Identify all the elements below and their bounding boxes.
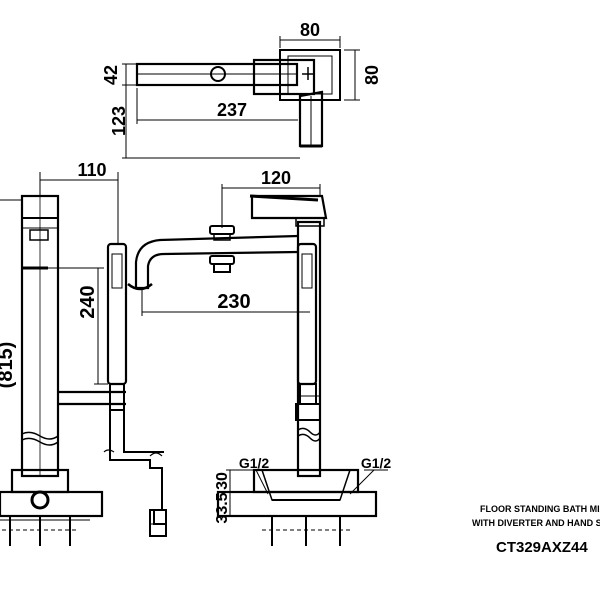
connection-label-left: G1/2 <box>239 455 270 471</box>
front-base <box>216 490 378 518</box>
dim-hand-shower-length: 240 <box>77 285 99 318</box>
connection-label-right: G1/2 <box>361 455 392 471</box>
dim-top-width: 80 <box>300 20 320 40</box>
dim-side-width: 110 <box>77 160 106 180</box>
dim-base-height-lower: 33.5 <box>214 492 231 523</box>
side-view: 110 240 (815) <box>0 160 167 546</box>
front-hand-shower <box>296 242 318 386</box>
front-lever <box>250 194 328 220</box>
front-view: 120 230 G1/2 G1/2 30 33.5 <box>127 168 392 546</box>
plan-handle <box>279 49 341 101</box>
front-spout <box>134 234 299 290</box>
side-hand-shower <box>106 242 128 386</box>
dim-base-height-upper: 30 <box>214 472 231 490</box>
title-line-1: FLOOR STANDING BATH MIXER <box>480 504 600 514</box>
side-base <box>0 490 104 518</box>
dim-top-height-left: 42 <box>101 65 121 85</box>
dim-top-offset: 123 <box>109 106 129 136</box>
model-number: CT329AXZ44 <box>496 539 588 556</box>
dim-top-length: 237 <box>217 100 247 120</box>
plan-view: 80 80 42 123 237 <box>101 20 382 159</box>
title-block: FLOOR STANDING BATH MIXER WITH DIVERTER … <box>472 504 600 556</box>
dim-spout-reach: 230 <box>217 291 250 313</box>
dim-spout-reach-top: 120 <box>261 168 291 188</box>
dim-top-height-right: 80 <box>362 65 382 85</box>
dim-overall-height: (815) <box>0 342 17 389</box>
title-line-2: WITH DIVERTER AND HAND SHO <box>472 518 600 528</box>
